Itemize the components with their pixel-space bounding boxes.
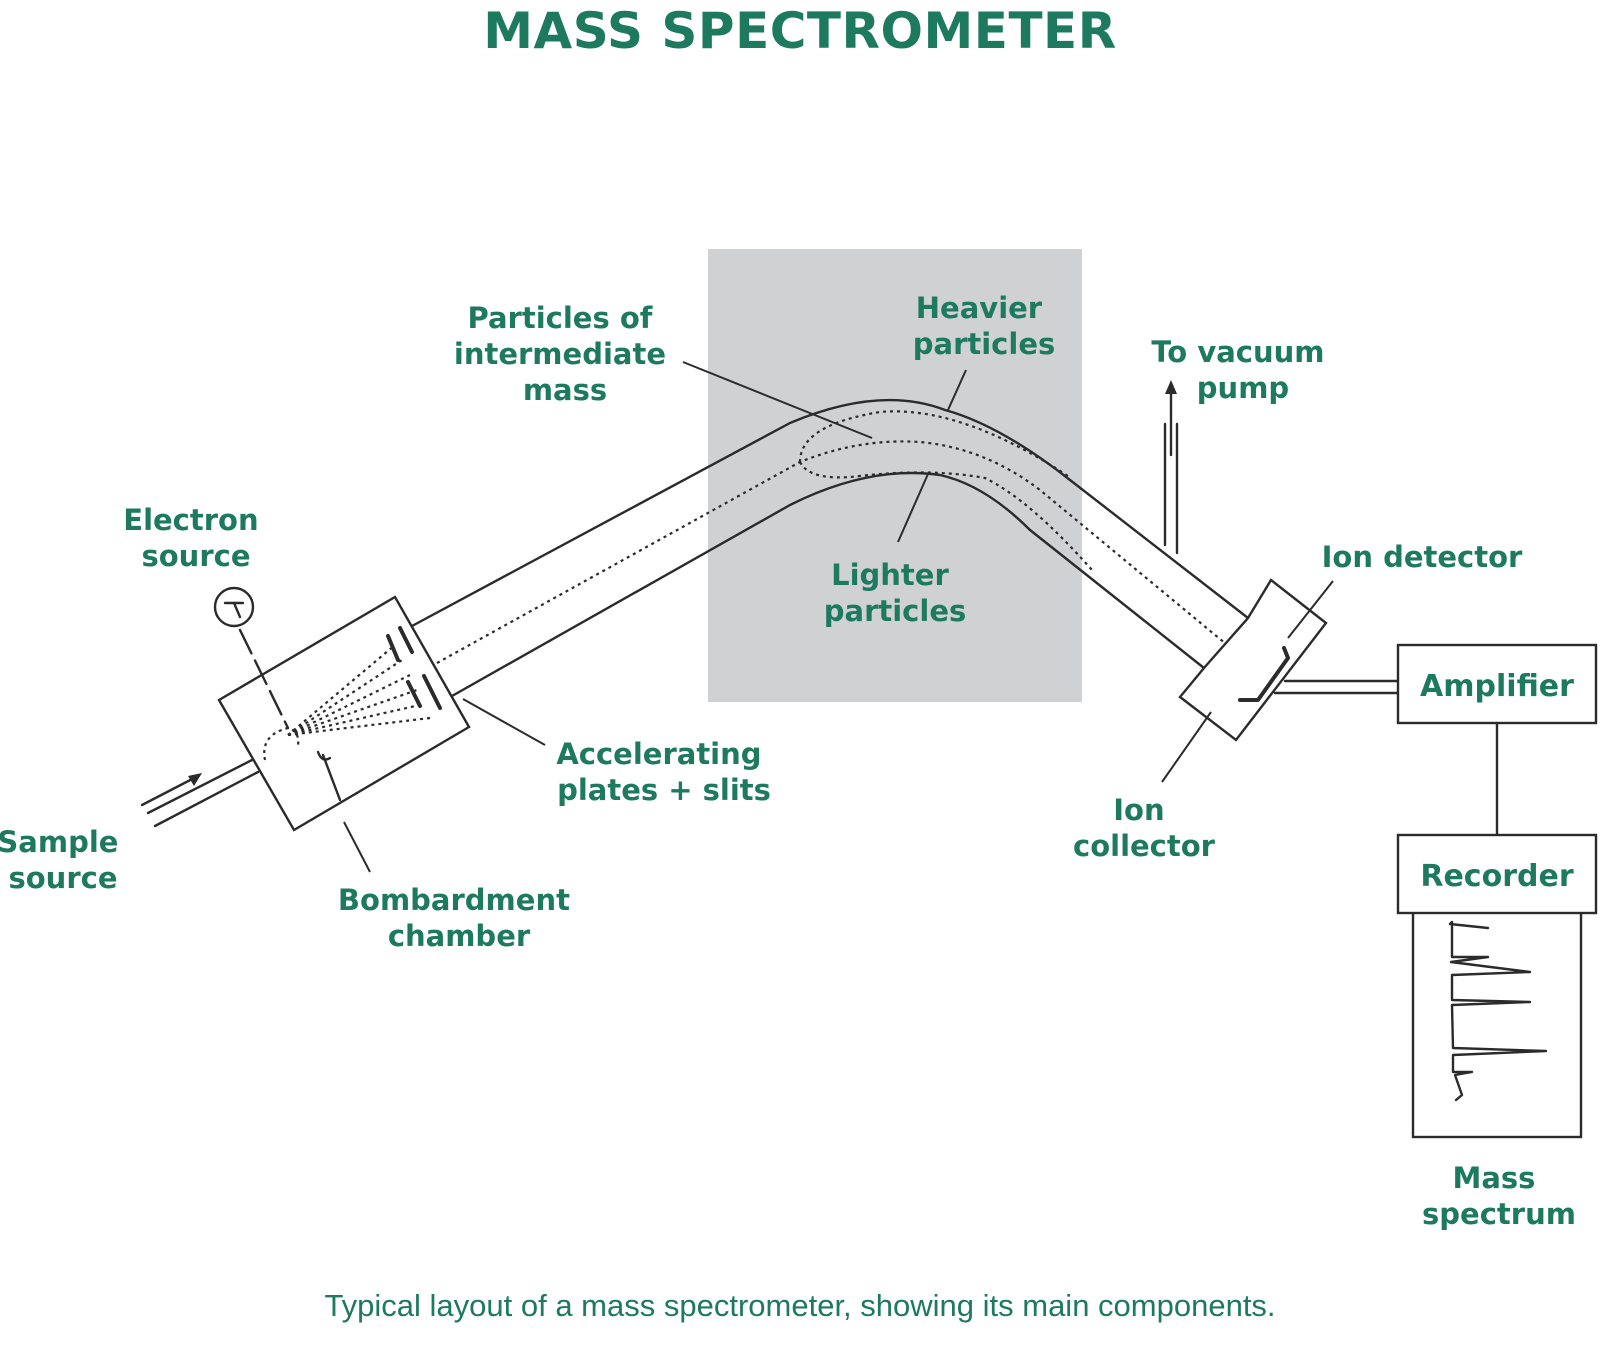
recorder-box	[1396, 833, 1598, 915]
accelerating-plate-1	[386, 634, 400, 662]
amplifier-box	[1396, 643, 1598, 725]
label-heavier-particles: Heavier particles	[913, 291, 1056, 361]
beam-path-heavier	[798, 410, 1069, 477]
accelerating-plate-2	[398, 626, 414, 654]
electron-source-icon	[213, 586, 255, 628]
label-electron-source: Electron source	[123, 503, 268, 573]
leader-ion-detector	[1287, 580, 1334, 639]
filament-stand	[321, 753, 342, 802]
ion-collector-plate	[1238, 646, 1290, 702]
filament-cup	[316, 750, 332, 761]
diagram-title: MASS SPECTROMETER	[483, 2, 1117, 60]
leader-intermediate	[682, 361, 873, 439]
label-mass-spectrum: Mass spectrum	[1422, 1161, 1576, 1231]
sample-inlet-lower	[153, 770, 260, 828]
label-recorder: Recorder	[1420, 859, 1573, 894]
magnet-field-region	[708, 249, 1082, 702]
label-sample-source: Sample source	[0, 825, 129, 895]
leader-heavier	[947, 369, 967, 411]
label-intermediate-particles: Particles of intermediate mass	[454, 301, 676, 407]
sample-inlet-upper	[146, 758, 254, 815]
label-accelerating-plates: Accelerating plates + slits	[556, 737, 771, 807]
label-ion-detector: Ion detector	[1322, 540, 1523, 574]
flight-tube-upper-wall	[410, 398, 1250, 628]
label-amplifier: Amplifier	[1420, 669, 1574, 704]
label-lighter-particles: Lighter particles	[824, 558, 967, 628]
diagram-caption: Typical layout of a mass spectrometer, s…	[324, 1288, 1276, 1323]
label-ion-collector: Ion collector	[1073, 793, 1216, 863]
bombardment-chamber-body	[217, 595, 471, 832]
label-bombardment-chamber: Bombardment chamber	[338, 883, 580, 953]
leader-ion-collector	[1161, 711, 1212, 783]
sample-arrow-head	[188, 773, 202, 786]
recorder-paper	[1411, 910, 1583, 1139]
leader-lighter	[897, 473, 929, 543]
accelerating-plate-2b	[422, 674, 442, 710]
sample-arrow-shaft	[140, 774, 200, 807]
ion-detector-housing	[1178, 578, 1328, 742]
electron-source-symbol-stem	[232, 601, 242, 619]
electron-beam-line	[238, 628, 290, 730]
label-vacuum-pump: To vacuum pump	[1151, 335, 1334, 405]
flight-tube-lower-wall	[450, 471, 1206, 698]
leader-bombardment	[343, 821, 371, 873]
leader-accelerating	[462, 698, 546, 746]
mass-spectrum-trace	[1448, 920, 1548, 1102]
accelerating-plate-1b	[406, 680, 422, 708]
vacuum-arrow-head	[1165, 380, 1177, 394]
